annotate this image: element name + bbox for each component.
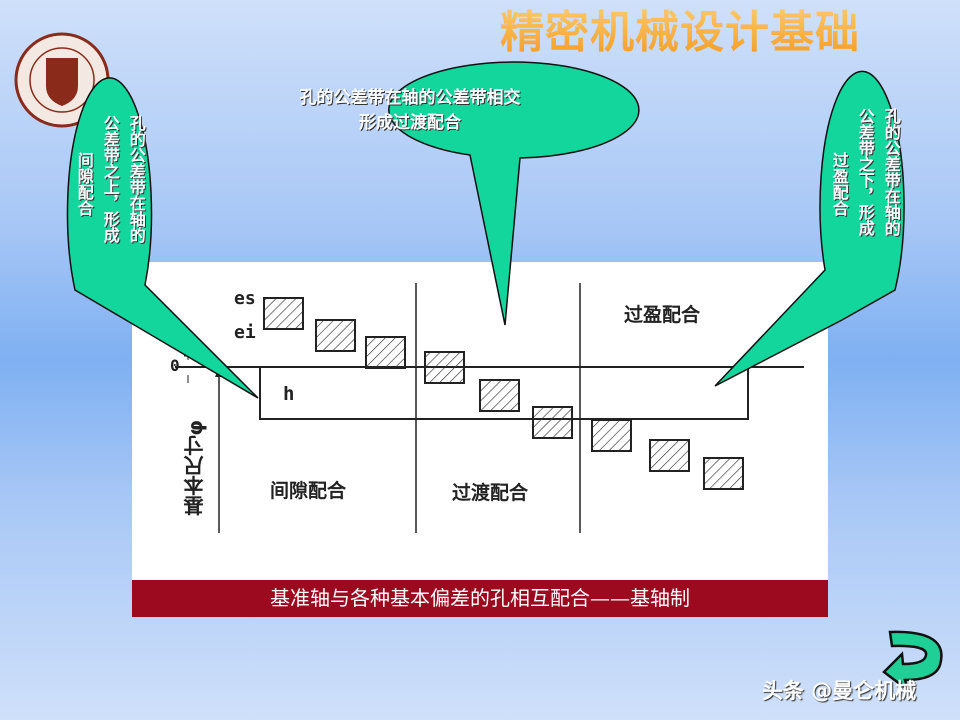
callout-right (714, 70, 905, 387)
callout-right-text: 公差带之下，形成 (855, 108, 875, 236)
callout-left-text: 孔的公差带在轴的 (126, 115, 146, 243)
callout-middle-line1: 孔的公差带在轴的公差带相交 (299, 88, 521, 108)
callout-left (66, 77, 259, 399)
callout-left-text: 公差带之上，形成 (100, 115, 120, 243)
hole-tolerance-zone (532, 406, 573, 439)
basic-size-label: 基本尺寸φ (183, 420, 207, 516)
hole-tolerance-zone (365, 336, 406, 369)
hole-tolerance-zone (263, 297, 304, 330)
callout-middle (388, 61, 640, 326)
zero-label: 0 (170, 356, 180, 375)
hole-tolerance-zone (479, 379, 520, 412)
hole-tolerance-zone (424, 351, 465, 384)
callout-middle-line2: 形成过渡配合 (359, 113, 461, 133)
hole-tolerance-zone (703, 457, 744, 490)
ei-label: ei (234, 322, 256, 343)
callout-right-text: 孔的公差带在轴的 (881, 108, 901, 236)
slide-title: 精密机械设计基础 (500, 0, 860, 60)
diagram-panel (132, 262, 828, 580)
callout-right-text: 过盈配合 (829, 152, 849, 216)
shaft-tolerance-zone (259, 366, 749, 420)
zone-label-clearance: 间隙配合 (270, 480, 347, 502)
shaft-label: h (283, 383, 295, 405)
hole-tolerance-zone (591, 419, 632, 452)
es-label: es (234, 288, 256, 309)
hole-tolerance-zone (315, 319, 356, 352)
hole-tolerance-zone (649, 439, 690, 472)
watermark: 头条 @曼仑机械 (762, 679, 917, 703)
zone-label-interference: 过盈配合 (624, 304, 701, 326)
zone-label-transition: 过渡配合 (452, 482, 529, 504)
callout-left-text: 间隙配合 (74, 152, 94, 216)
return-arrow-icon[interactable] (882, 630, 943, 694)
diagram-caption: 基准轴与各种基本偏差的孔相互配合——基轴制 (132, 580, 828, 617)
